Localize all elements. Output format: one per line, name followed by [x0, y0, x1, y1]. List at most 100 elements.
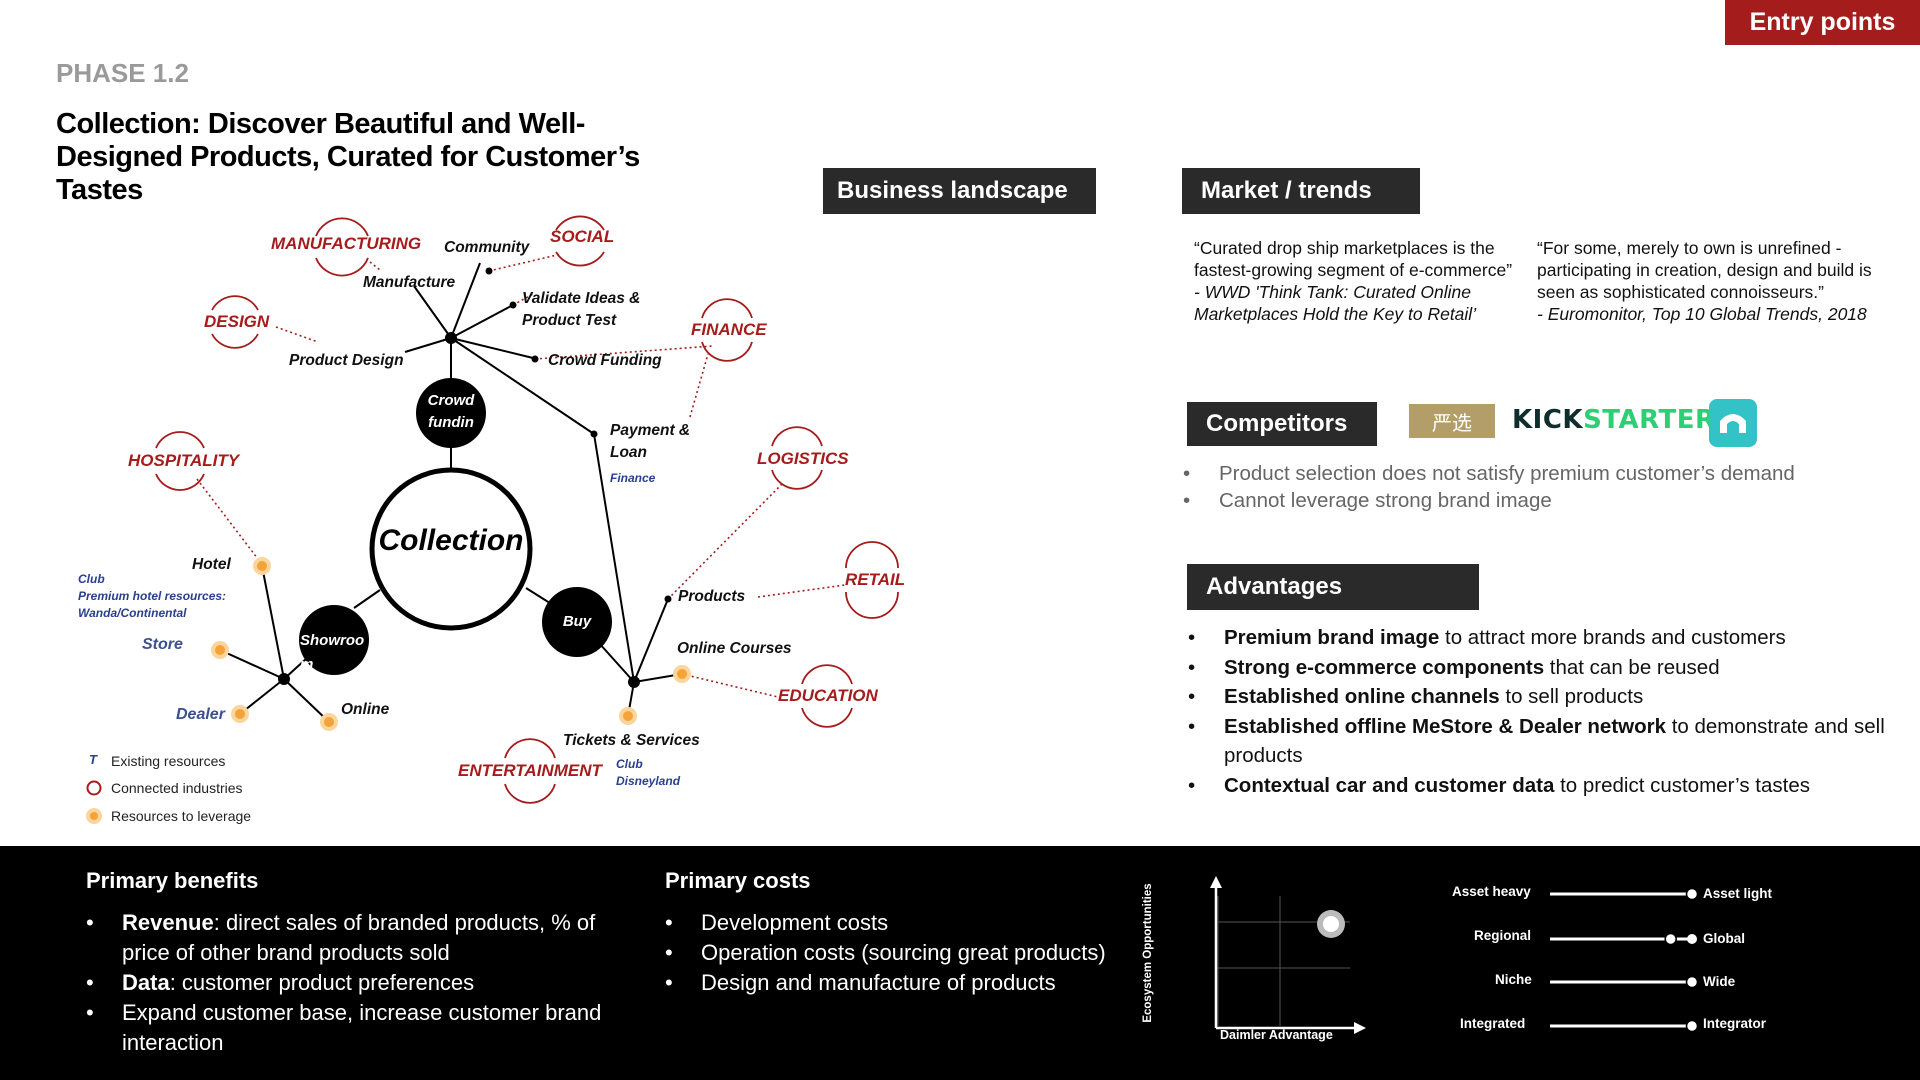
quote-text: “Curated drop ship marketplaces is the f…	[1194, 238, 1513, 280]
node-dot	[485, 267, 493, 275]
nio-logo-icon	[1709, 399, 1757, 447]
crowdfunding-hub	[416, 378, 486, 448]
diagram-solid-links	[219, 262, 683, 723]
link-line	[283, 678, 330, 723]
matrix-y-arrow	[1210, 876, 1222, 888]
node-crowd-funding: Crowd Funding	[548, 352, 662, 369]
industry-arc	[771, 469, 823, 490]
crowdfunding-hub-label: Crowd fundin	[427, 392, 475, 431]
matrix-x-arrow	[1354, 1022, 1366, 1034]
market-trends-tag: Market / trends	[1182, 168, 1420, 214]
list-item: Design and manufacture of products	[663, 968, 1183, 998]
node-online-courses: Online Courses	[677, 640, 792, 657]
industry-arc	[211, 333, 259, 349]
primary-benefits-title: Primary benefits	[86, 868, 259, 893]
industry-arc	[801, 664, 853, 685]
benefit-text: : direct sales of branded products, % of…	[122, 910, 596, 965]
benefit-bold: Data	[122, 970, 170, 995]
slider-knob[interactable]	[1685, 887, 1699, 901]
resource-club-disney: Club Disneyland	[616, 756, 680, 790]
buy-hub-label: Buy	[562, 613, 592, 630]
advantage-text: to sell products	[1499, 685, 1644, 708]
primary-benefits-list: Revenue: direct sales of branded product…	[84, 908, 604, 1058]
collection-label: Collection	[378, 524, 524, 557]
leverage-dot	[320, 713, 338, 731]
advantage-bold: Strong e-commerce components	[1224, 655, 1545, 679]
legend-leverage: Resources to leverage	[111, 808, 252, 824]
advantage-bold: Established offline MeStore & Dealer net…	[1224, 714, 1666, 738]
slider-knob[interactable]	[1664, 932, 1677, 946]
kickstarter-logo-part: KICK	[1512, 405, 1584, 435]
industry-arc	[155, 473, 205, 491]
matrix-position-dot	[1323, 916, 1339, 932]
resource-dealer: Dealer	[176, 706, 225, 723]
dotted-link	[757, 584, 846, 598]
industry-retail: RETAIL	[845, 570, 906, 589]
industry-arc	[845, 541, 899, 569]
legend-existing-marker: T	[89, 752, 97, 767]
node-payment-loan: Payment & Loan	[610, 422, 691, 461]
dotted-link	[196, 478, 262, 564]
matrix-x-label: Daimler Advantage	[1220, 1028, 1333, 1042]
junction-dot	[628, 676, 640, 688]
industry-arc	[555, 251, 605, 267]
industry-finance: FINANCE	[691, 320, 767, 339]
link-line	[633, 598, 669, 683]
legend-leverage-marker	[86, 808, 102, 824]
list-item: Revenue: direct sales of branded product…	[84, 908, 604, 968]
quote-source: - WWD 'Think Tank: Curated Online Market…	[1194, 282, 1477, 324]
node-hotel: Hotel	[192, 556, 231, 573]
bottom-panel: Primary benefits Revenue: direct sales o…	[0, 846, 1920, 1080]
node-community: Community	[444, 239, 530, 256]
node-dot	[531, 355, 539, 363]
benefit-text: Expand customer base, increase customer …	[122, 1000, 602, 1055]
list-item: Premium brand image to attract more bran…	[1186, 623, 1886, 653]
industry-arc	[211, 295, 259, 311]
slider-right-label: Global	[1703, 931, 1746, 946]
junction-dot	[278, 673, 290, 685]
link-line	[219, 649, 285, 680]
industry-arc	[315, 217, 369, 237]
dotted-link	[689, 353, 709, 418]
list-item: Data: customer product preferences	[84, 968, 604, 998]
industry-manufacturing: MANUFACTURING	[271, 234, 422, 253]
competitors-tag: Competitors	[1187, 402, 1377, 446]
dotted-link	[275, 326, 319, 343]
legend-existing: Existing resources	[111, 753, 226, 769]
page-title: Collection: Discover Beautiful and Well-…	[56, 108, 640, 206]
diagram-dots	[211, 267, 691, 731]
kickstarter-logo-part: STARTER	[1583, 405, 1716, 435]
link-line	[450, 304, 514, 339]
leverage-dot	[673, 665, 691, 683]
resource-store: Store	[142, 636, 183, 653]
industry-entertainment: ENTERTAINMENT	[458, 761, 602, 780]
list-item: Cannot leverage strong brand image	[1181, 487, 1881, 514]
slider-left-label: Integrated	[1460, 1016, 1526, 1031]
industry-education: EDUCATION	[778, 686, 878, 705]
advantages-list: Premium brand image to attract more bran…	[1186, 623, 1886, 800]
resource-line: Premium hotel resources:	[78, 589, 227, 603]
legend-connected: Connected industries	[111, 780, 243, 796]
dotted-link	[488, 253, 562, 272]
resource-line: Club	[78, 572, 105, 586]
slider-left-label: Niche	[1495, 972, 1532, 987]
junction-dot	[445, 332, 457, 344]
leverage-dot	[619, 707, 637, 725]
list-item: Operation costs (sourcing great products…	[663, 938, 1183, 968]
slider-right-label: Asset light	[1703, 886, 1773, 901]
slider-right-label: Integrator	[1703, 1016, 1767, 1031]
phase-label: PHASE 1.2	[56, 58, 189, 88]
resource-line: Club	[616, 757, 643, 771]
node-product-design: Product Design	[289, 352, 404, 369]
slider-knob[interactable]	[1685, 975, 1699, 989]
link-line	[450, 337, 534, 359]
node-products: Products	[678, 588, 746, 605]
showroom-hub	[299, 605, 369, 675]
collection-circle	[369, 467, 533, 631]
slider-left-label: Regional	[1474, 928, 1532, 943]
link-line	[450, 262, 481, 339]
slider-knob[interactable]	[1685, 1019, 1699, 1033]
matrix-y-label: Ecosystem Opportunities	[1142, 883, 1154, 1023]
dotted-link	[369, 261, 381, 271]
industry-arc	[701, 298, 753, 319]
